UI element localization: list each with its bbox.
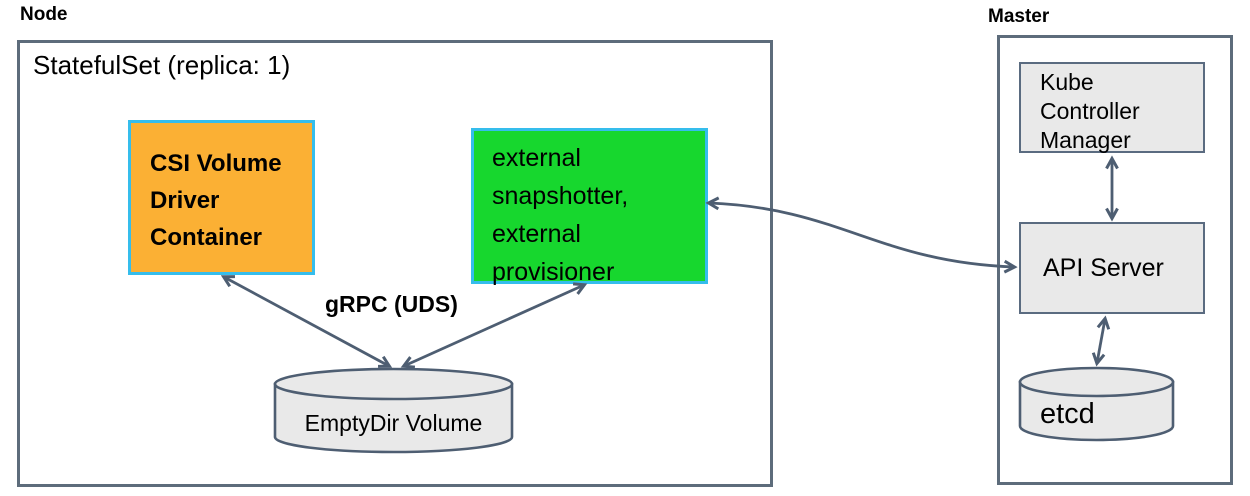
sidecar-box-line: external: [492, 220, 581, 248]
api-server-label: API Server: [1043, 253, 1164, 282]
node-boundary-box: StatefulSet (replica: 1) CSI Volume Driv…: [17, 40, 773, 487]
api-server-box: API Server: [1019, 222, 1205, 314]
external-sidecars-box: external snapshotter, external provision…: [471, 128, 708, 286]
master-boundary-box: Kube Controller Manager API Server: [997, 35, 1233, 485]
grpc-uds-label: gRPC (UDS): [325, 291, 458, 317]
emptydir-volume-label: EmptyDir Volume: [304, 410, 483, 436]
csi-volume-driver-container-box: CSI Volume Driver Container: [128, 120, 315, 275]
csi-box-line: Container: [150, 224, 263, 251]
csi-box-line: Driver: [150, 187, 220, 214]
kube-controller-manager-box: Kube Controller Manager: [1019, 62, 1205, 153]
sidecar-box-line: snapshotter,: [492, 182, 629, 210]
node-section-label: Node: [20, 4, 68, 25]
etcd-label: etcd: [1040, 398, 1095, 430]
statefulset-title: StatefulSet (replica: 1): [33, 50, 291, 80]
kcm-box-line: Kube: [1040, 69, 1094, 95]
csi-box-line: CSI Volume: [150, 150, 282, 177]
kcm-box-line: Manager: [1040, 127, 1131, 153]
master-section-label: Master: [988, 6, 1050, 27]
sidecar-box-line: provisioner: [492, 258, 615, 286]
kcm-box-line: Controller: [1040, 98, 1140, 124]
sidecar-box-line: external: [492, 144, 581, 172]
